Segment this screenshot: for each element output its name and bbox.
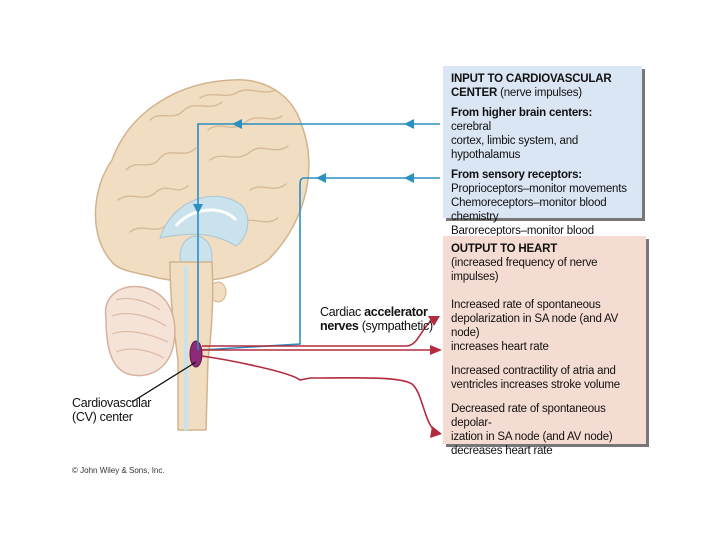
output-title: OUTPUT TO HEART <box>451 243 558 255</box>
cerebellum <box>104 285 176 377</box>
higher-brain-heading: From higher brain centers: <box>451 107 593 119</box>
cv-pointer-line <box>131 361 197 403</box>
sensory-heading: From sensory receptors: <box>451 169 582 181</box>
cv-center-label: Cardiovascular (CV) center <box>72 396 151 424</box>
cv-label-line1: Cardiovascular <box>72 396 152 410</box>
input-panel: INPUT TO CARDIOVASCULAR CENTER (nerve im… <box>443 66 642 251</box>
nerve-label-part: Cardiac <box>320 305 365 319</box>
copyright-text: © John Wiley & Sons, Inc. <box>72 466 165 475</box>
cv-label-line2: (CV) center <box>72 410 133 424</box>
input-title-line1: INPUT TO CARDIOVASCULAR <box>451 73 612 85</box>
output-item-line: ventricles increases stroke volume <box>451 379 620 391</box>
nerve-label-bold: nerves <box>320 319 359 333</box>
sensory-item: Chemoreceptors–monitor blood chemistry <box>451 197 607 223</box>
output-item-line: increases heart rate <box>451 341 549 353</box>
sensory-group: From sensory receptors: Proprioceptors–m… <box>451 168 634 252</box>
sensory-item: Proprioceptors–monitor movements <box>451 183 627 195</box>
higher-brain-text2: cortex, limbic system, and hypothalamus <box>451 135 579 161</box>
higher-brain-text1: cerebral <box>451 121 491 133</box>
output-item-contractility: Increased contractility of atria and ven… <box>451 364 638 392</box>
output-item-decreased-rate: Decreased rate of spontaneous depolar- i… <box>451 402 638 458</box>
output-item-line: depolarization in SA node (and AV node) <box>451 313 619 339</box>
output-item-line: Increased rate of spontaneous <box>451 299 601 311</box>
cardiac-accelerator-label: Cardiac accelerator nerves (sympathetic) <box>320 305 433 333</box>
output-item-line: ization in SA node (and AV node) <box>451 431 613 443</box>
corpus-callosum <box>159 195 249 247</box>
input-title-line2-bold: CENTER <box>451 87 498 99</box>
output-panel: OUTPUT TO HEART (increased frequency of … <box>443 236 646 457</box>
output-item-line: decreases heart rate <box>451 445 553 457</box>
output-arrows <box>201 319 435 431</box>
higher-brain-group: From higher brain centers: cerebral cort… <box>451 106 634 162</box>
nerve-label-bold: accelerator <box>364 305 428 319</box>
output-subtitle: (increased frequency of nerve impulses) <box>451 257 598 283</box>
output-item-line: Decreased rate of spontaneous depolar- <box>451 403 606 429</box>
nerve-label-part: (sympathetic) <box>358 319 433 333</box>
output-item-line: Increased contractility of atria and <box>451 365 616 377</box>
output-item-heart-rate: Increased rate of spontaneous depolariza… <box>451 298 638 354</box>
cv-center <box>189 340 203 368</box>
input-arrows <box>197 123 440 351</box>
input-title-line2-rest: (nerve impulses) <box>497 87 582 99</box>
